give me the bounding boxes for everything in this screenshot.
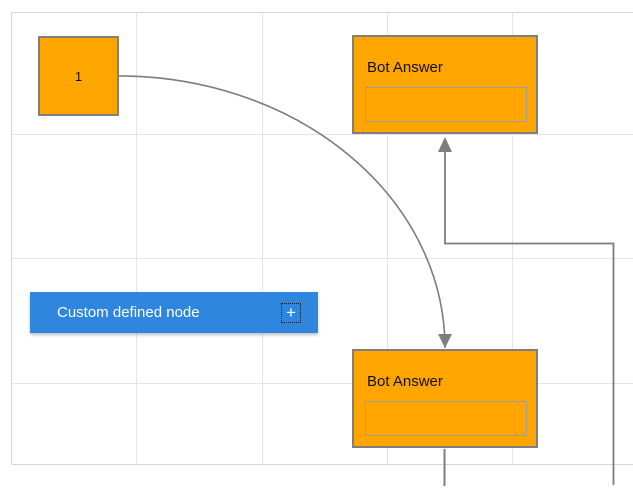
node-start[interactable]: 1 — [38, 36, 119, 116]
node-custom-label: Custom defined node — [57, 304, 200, 321]
arrowhead-up-icon — [438, 137, 452, 152]
node-title: Bot Answer — [367, 373, 443, 390]
answer-field[interactable] — [365, 87, 527, 122]
node-bot-answer-top[interactable]: Bot Answer — [352, 35, 538, 134]
node-start-label: 1 — [74, 68, 83, 84]
connector-curve[interactable] — [117, 75, 452, 349]
node-title: Bot Answer — [367, 59, 443, 76]
answer-field[interactable] — [365, 401, 527, 436]
node-custom-defined[interactable]: Custom defined node + — [30, 292, 318, 333]
node-bot-answer-bottom[interactable]: Bot Answer — [352, 349, 538, 448]
add-node-button[interactable]: + — [281, 302, 301, 323]
connector-elbow[interactable] — [438, 137, 615, 485]
plus-icon: + — [286, 302, 296, 322]
arrowhead-down-icon — [438, 334, 452, 348]
